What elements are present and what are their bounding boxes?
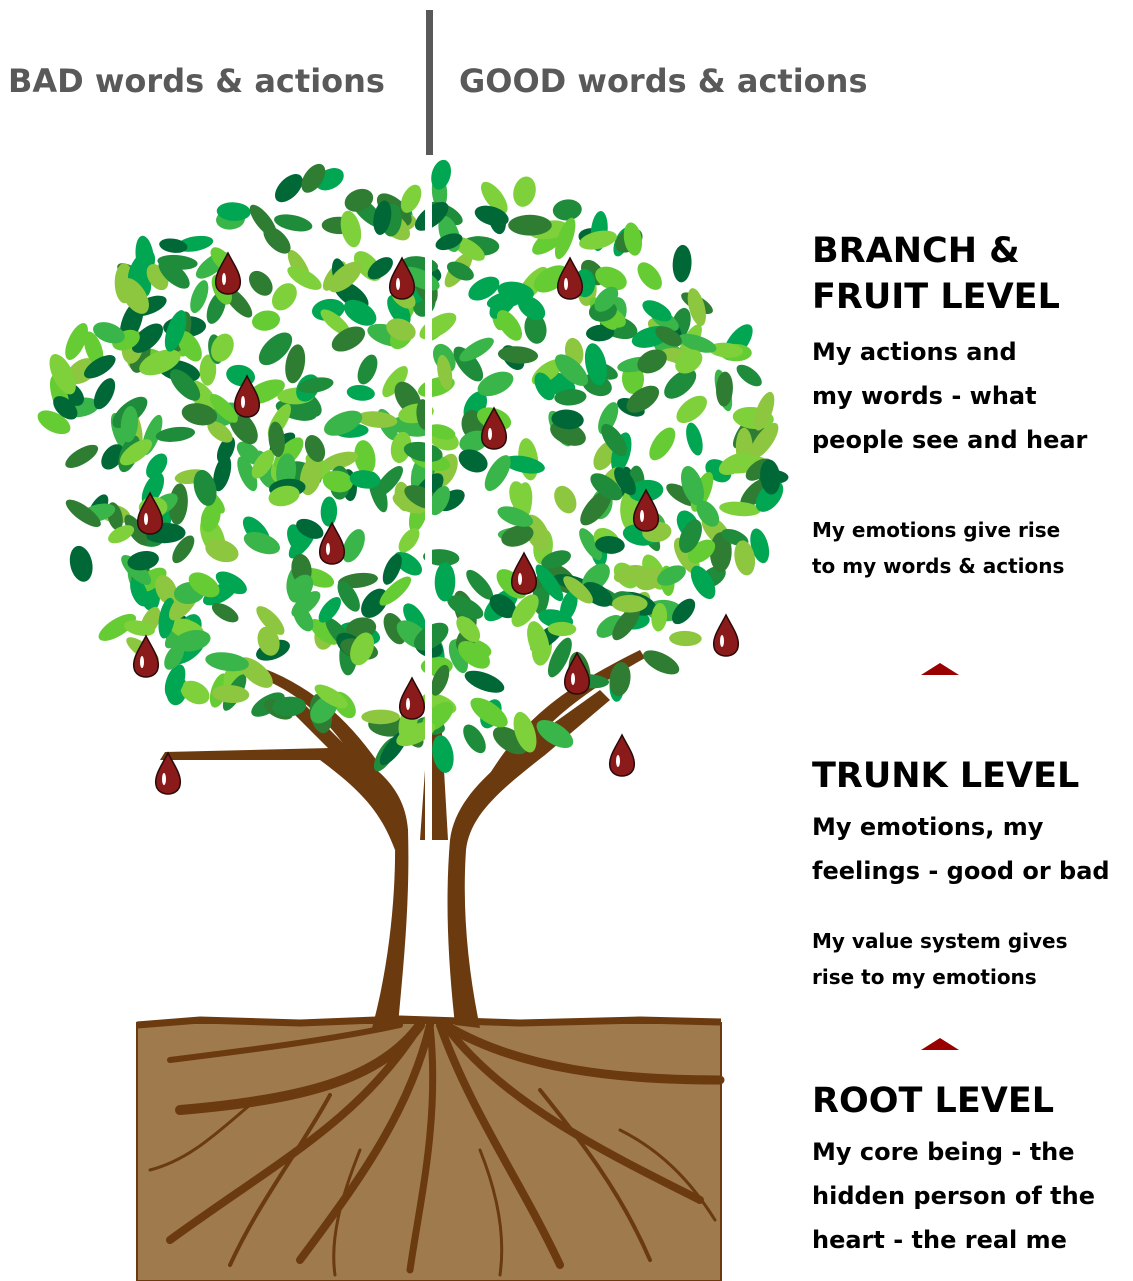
tree-illustration	[0, 0, 800, 1281]
branch-fruit-level-description: My actions and my words - what people se…	[812, 330, 1133, 462]
trunk-level-title: TRUNK LEVEL	[812, 753, 1133, 799]
trunk-level-section: TRUNK LEVEL My emotions, my feelings - g…	[812, 753, 1133, 995]
root-level-title: ROOT LEVEL	[812, 1078, 1133, 1124]
arrow-up-icon	[921, 1038, 959, 1050]
root-level-section: ROOT LEVEL My core being - the hidden pe…	[812, 1078, 1133, 1262]
root-level-description: My core being - the hidden person of the…	[812, 1130, 1133, 1262]
tree-center-divider	[425, 190, 432, 1012]
arrow-up-icon	[921, 663, 959, 675]
branch-fruit-level-note: My emotions give rise to my words & acti…	[812, 512, 1133, 584]
trunk-level-description: My emotions, my feelings - good or bad	[812, 805, 1133, 893]
trunk-level-note: My value system gives rise to my emotion…	[812, 923, 1133, 995]
branch-fruit-level-section: BRANCH & FRUIT LEVEL My actions and my w…	[812, 228, 1133, 584]
branch-fruit-level-title: BRANCH & FRUIT LEVEL	[812, 228, 1133, 320]
